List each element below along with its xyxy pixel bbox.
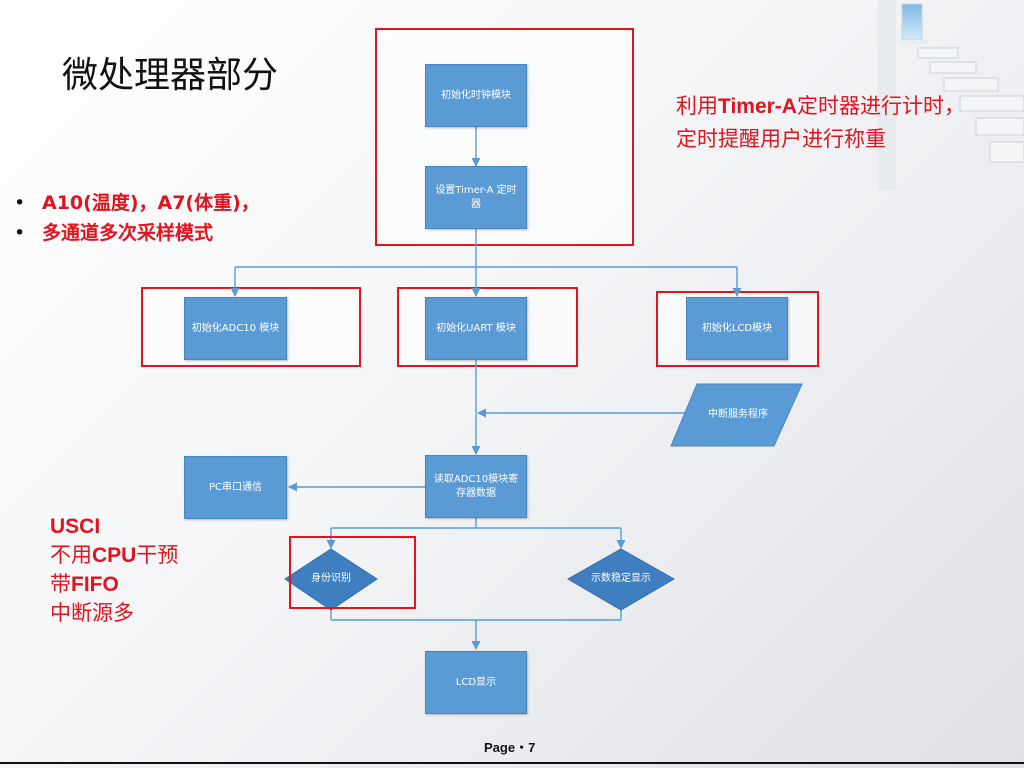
init-uart-box: 初始化UART 模块 <box>425 297 527 360</box>
sampling-notes-list: A10(温度)，A7(体重)， 多通道多次采样模式 <box>12 188 260 248</box>
init-clock-box: 初始化时钟模块 <box>425 64 527 127</box>
timer-note: 利用Timer-A定时器进行计时，定时提醒用户进行称重 <box>676 94 965 151</box>
pc-comm-box: PC串口通信 <box>184 456 287 519</box>
isr-label: 中断服务程序 <box>708 409 768 420</box>
set-timer-box: 设置Timer-A 定时器 <box>425 166 527 229</box>
bullet-channels: A10(温度)，A7(体重)， <box>12 188 260 218</box>
read-adc-box: 读取ADC10模块寄存器数据 <box>425 455 527 518</box>
footer-divider <box>0 762 1024 764</box>
usci-label: USCI <box>50 515 101 538</box>
bullet-sampling-mode: 多通道多次采样模式 <box>12 218 260 248</box>
init-adc-box: 初始化ADC10 模块 <box>184 297 287 360</box>
identify-label: 身份识别 <box>311 573 351 584</box>
highlight-frame-identify <box>289 536 416 609</box>
lcd-display-box: LCD显示 <box>425 651 527 714</box>
slide-title: 微处理器部分 <box>62 55 279 96</box>
page-number: Page・7 <box>484 740 536 755</box>
stable-diamond <box>566 548 676 611</box>
stable-label: 示数稳定显示 <box>591 573 651 584</box>
timer-note-bold: Timer-A <box>718 95 797 118</box>
isr-shape <box>670 383 803 447</box>
stair-decoration-image <box>878 0 1024 190</box>
identify-diamond <box>284 548 378 611</box>
usci-note: USCI 不用CPU干预 带FIFO 中断源多 <box>50 515 179 625</box>
init-lcd-box: 初始化LCD模块 <box>686 297 788 360</box>
